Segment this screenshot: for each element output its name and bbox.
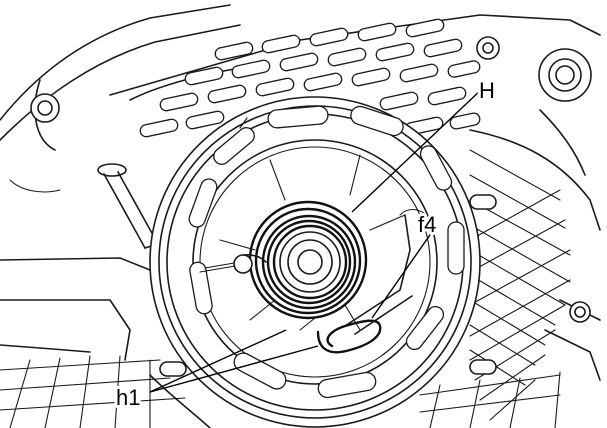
label-H: H bbox=[479, 78, 495, 103]
leader-lines bbox=[149, 87, 484, 393]
leader-h1-b bbox=[149, 329, 287, 393]
callout-labels: H H f4 f4 h1 h1 bbox=[113, 75, 498, 413]
leader-h1-a bbox=[149, 345, 319, 393]
housing bbox=[0, 4, 601, 428]
svg-text:h1: h1 bbox=[116, 385, 140, 410]
svg-text:f4: f4 bbox=[418, 212, 436, 237]
mounting-bosses bbox=[30, 36, 592, 377]
svg-text:H: H bbox=[479, 78, 495, 103]
upper-grille bbox=[139, 18, 481, 138]
label-f4: f4 bbox=[418, 212, 436, 237]
recoil-spring bbox=[199, 200, 368, 320]
right-grille bbox=[469, 149, 571, 421]
label-h1: h1 bbox=[116, 385, 140, 410]
bottom-grille bbox=[0, 355, 561, 428]
bolt bbox=[97, 163, 159, 249]
leader-H bbox=[351, 87, 484, 213]
leader-f4 bbox=[371, 231, 433, 319]
